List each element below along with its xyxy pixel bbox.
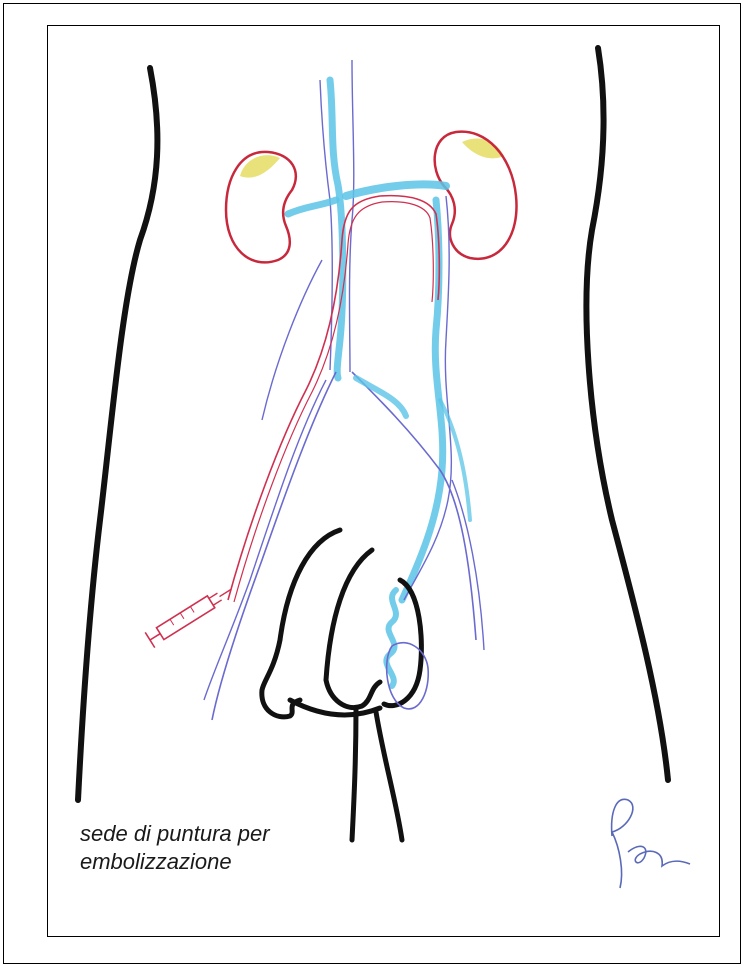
signature-mark <box>612 799 690 888</box>
gonadal-vein-blue <box>402 200 443 600</box>
renal-vein-left <box>288 200 336 214</box>
lateral-vessel-left <box>262 260 322 420</box>
catheter <box>228 196 439 600</box>
torso-left-outline <box>78 68 157 800</box>
iliac-vein-left-inner <box>204 380 326 700</box>
genital-outline-2 <box>326 550 380 708</box>
pampiniform-plexus <box>386 590 396 686</box>
torso-right-outline <box>586 48 668 780</box>
caption-line-2: embolizzazione <box>80 848 400 876</box>
renal-vein-right <box>346 184 446 196</box>
vena-cava-outline-right <box>350 60 354 372</box>
caption-line-1: sede di puntura per <box>80 820 400 848</box>
syringe-icon <box>145 581 236 647</box>
caption: sede di puntura per embolizzazione <box>80 820 400 876</box>
iliac-vein-right-blue <box>356 378 406 416</box>
